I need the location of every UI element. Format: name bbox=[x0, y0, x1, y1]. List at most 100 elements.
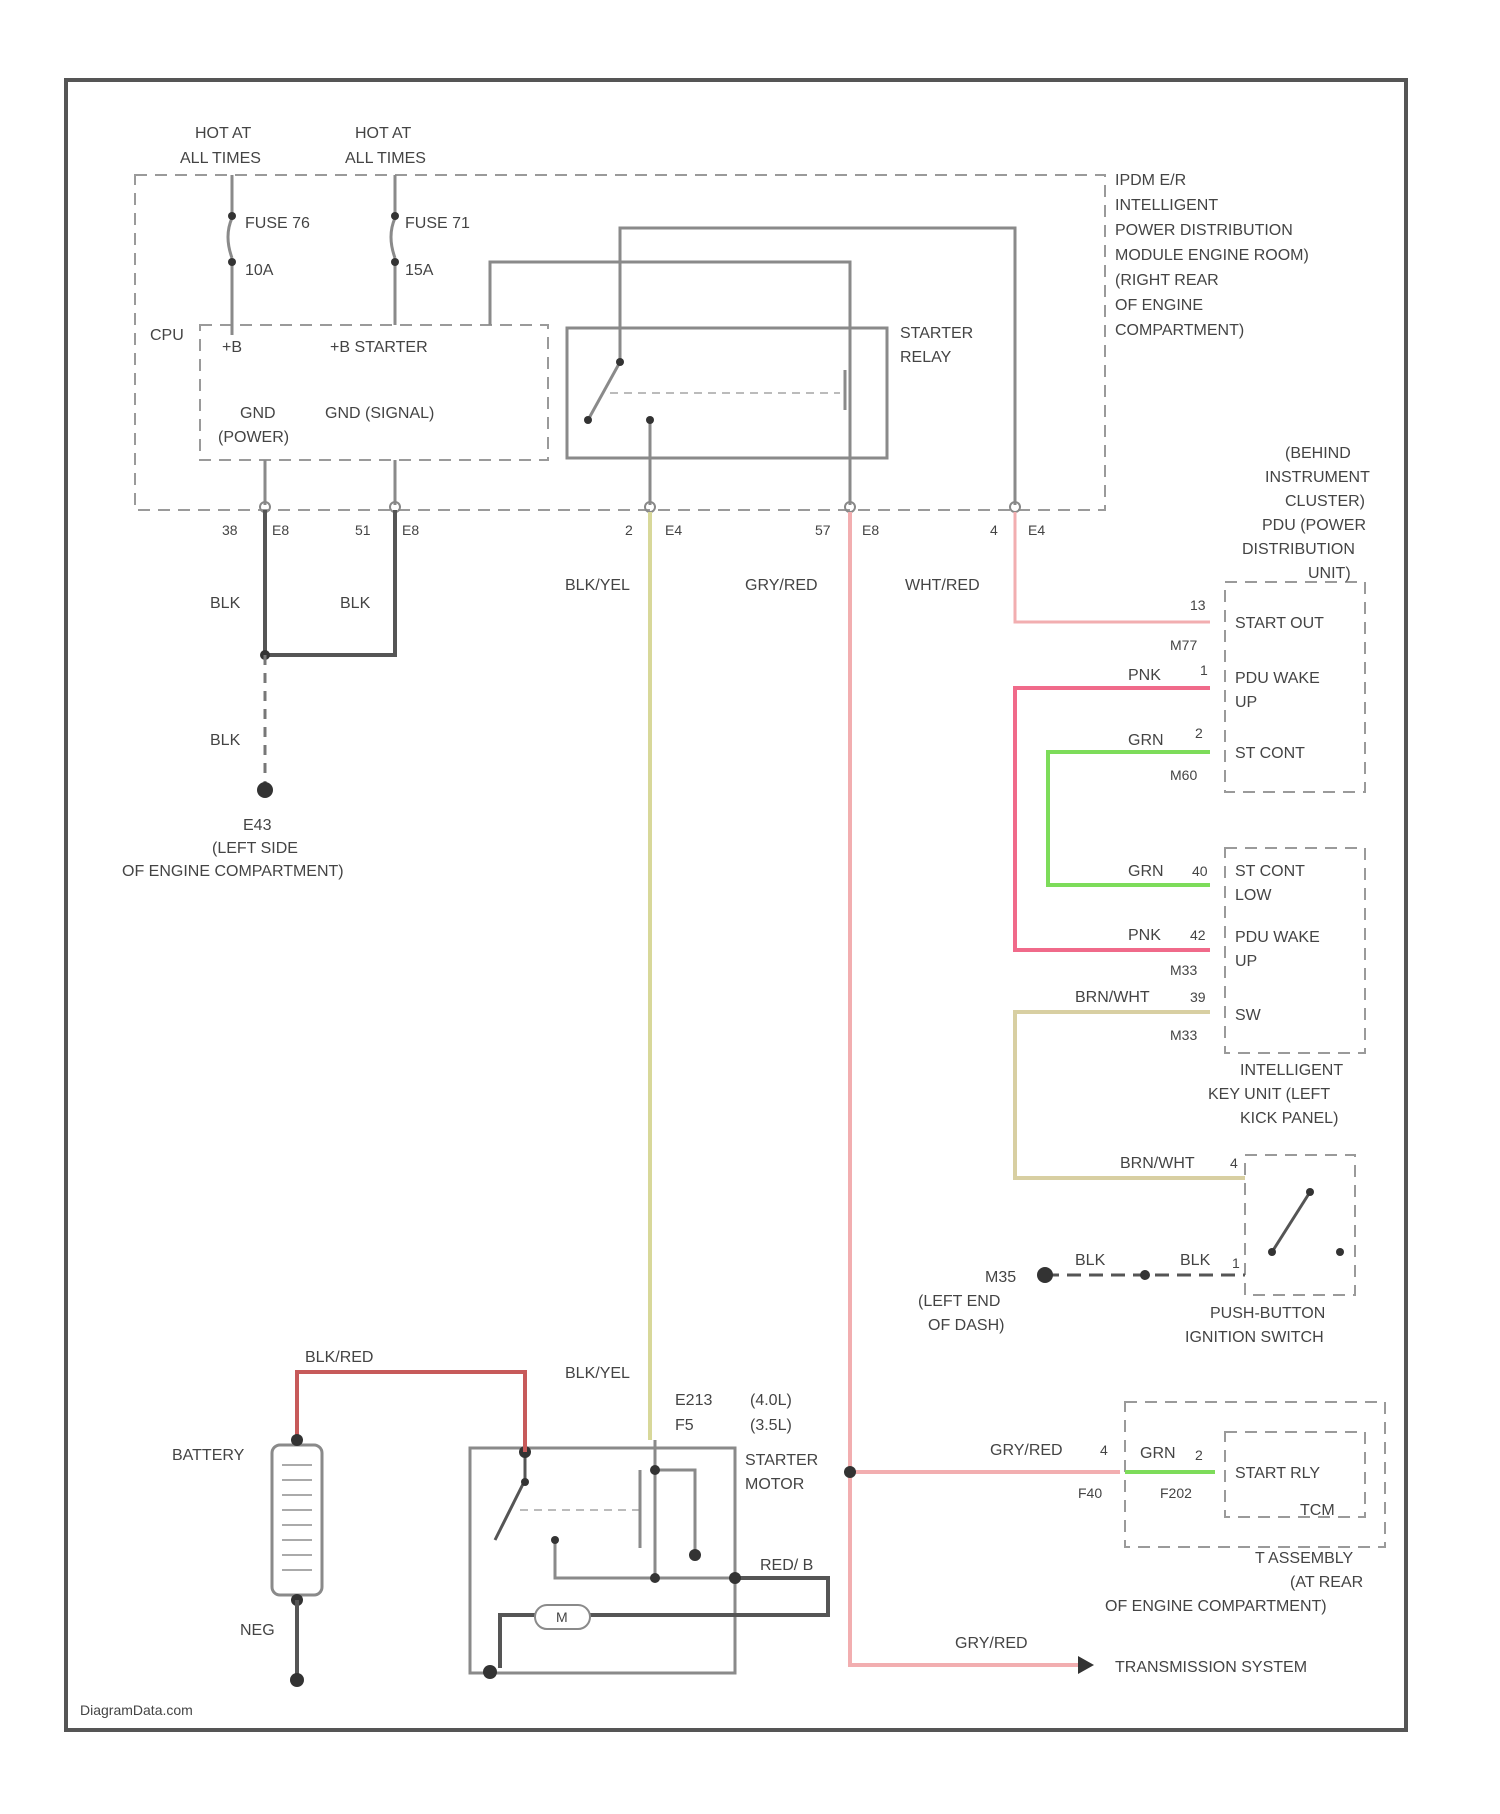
wire-label-blk4: BLK bbox=[1075, 1252, 1106, 1269]
fuse-1-amps: 10A bbox=[245, 262, 274, 279]
tcm-note-2: OF ENGINE COMPARTMENT) bbox=[1105, 1598, 1327, 1615]
ikey-term-2-pin: 39 bbox=[1190, 989, 1206, 1005]
ikey-unit-0: INTELLIGENT bbox=[1240, 1062, 1343, 1079]
neg-label: NEG bbox=[240, 1622, 275, 1639]
wire-label-red-b: RED/ B bbox=[760, 1557, 813, 1574]
cpu-b-starter: +B STARTER bbox=[330, 339, 428, 356]
ipdu-label-1: INSTRUMENT bbox=[1265, 469, 1370, 486]
ipdu-term-2-conn: M60 bbox=[1170, 767, 1197, 783]
ground-m35-1: (LEFT END bbox=[918, 1293, 1000, 1310]
fuse-1-name: FUSE 76 bbox=[245, 215, 310, 232]
wire-label-blk3: BLK bbox=[210, 732, 241, 749]
cpu-gnd-signal: GND (SIGNAL) bbox=[325, 405, 434, 422]
fuse-1 bbox=[228, 175, 232, 335]
ikey-term-1-conn: M33 bbox=[1170, 962, 1197, 978]
fuse-1-hot2: ALL TIMES bbox=[180, 150, 261, 167]
tcm-note-1: (AT REAR bbox=[1290, 1574, 1363, 1591]
push-pin-1: 1 bbox=[1232, 1255, 1240, 1271]
wire-label-gryred2: GRY/RED bbox=[990, 1442, 1063, 1459]
tcm-note-0: T ASSEMBLY bbox=[1255, 1550, 1353, 1567]
transmission-arrow bbox=[1078, 1656, 1094, 1674]
push-button-contact bbox=[1272, 1192, 1310, 1252]
cpu-gnd-power: GND bbox=[240, 405, 276, 422]
ikey-term-1-text2: UP bbox=[1235, 953, 1257, 970]
pin-38-conn: E8 bbox=[272, 522, 289, 538]
ipdu-term-2-text: ST CONT bbox=[1235, 745, 1305, 762]
ipdu-term-1-text2: UP bbox=[1235, 694, 1257, 711]
tcm-pin2: 2 bbox=[1195, 1447, 1203, 1463]
push-button-box bbox=[1245, 1155, 1355, 1295]
tcm-conn: F40 bbox=[1078, 1485, 1102, 1501]
wire-label-pnk2: PNK bbox=[1128, 927, 1161, 944]
fuse-2-amps: 15A bbox=[405, 262, 434, 279]
cpu-b-plus: +B bbox=[222, 339, 242, 356]
wire-label-pnk: PNK bbox=[1128, 667, 1161, 684]
relay-label-1: RELAY bbox=[900, 349, 952, 366]
ipdu-label-2: CLUSTER) bbox=[1285, 493, 1365, 510]
ipdu-term-0-pin: 13 bbox=[1190, 597, 1206, 613]
pin-4-conn: E4 bbox=[1028, 522, 1045, 538]
ground-m35-2: OF DASH) bbox=[928, 1317, 1004, 1334]
push-button-0: PUSH-BUTTON bbox=[1210, 1305, 1325, 1322]
ipdm-label-2: POWER DISTRIBUTION bbox=[1115, 222, 1293, 239]
ipdm-label-4: (RIGHT REAR bbox=[1115, 272, 1219, 289]
ipdu-label-3: PDU (POWER bbox=[1262, 517, 1366, 534]
ipdu-term-0-conn: M77 bbox=[1170, 637, 1197, 653]
tcm-name: TCM bbox=[1300, 1502, 1335, 1519]
ipdm-label-6: COMPARTMENT) bbox=[1115, 322, 1244, 339]
wire-label-blkyel2: BLK/YEL bbox=[565, 1365, 630, 1382]
ipdm-label-1: INTELLIGENT bbox=[1115, 197, 1218, 214]
cpu-label: CPU bbox=[150, 327, 184, 344]
wire-gryred bbox=[850, 512, 1085, 1665]
wire-label-blk1: BLK bbox=[210, 595, 241, 612]
ikey-unit-2: KICK PANEL) bbox=[1240, 1110, 1338, 1127]
wire-label-blkyel: BLK/YEL bbox=[565, 577, 630, 594]
ipdu-label-4: DISTRIBUTION bbox=[1242, 541, 1355, 558]
wire-label-blk2: BLK bbox=[340, 595, 371, 612]
ipdm-internal-wires bbox=[265, 228, 1015, 505]
fuse-2 bbox=[391, 175, 395, 325]
ikey-term-1-text: PDU WAKE bbox=[1235, 929, 1320, 946]
wire-label-grn: GRN bbox=[1128, 732, 1164, 749]
ipdm-label-5: OF ENGINE bbox=[1115, 297, 1203, 314]
wire-label-grn2: GRN bbox=[1128, 863, 1164, 880]
starter-motor-1: MOTOR bbox=[745, 1476, 804, 1493]
ground-e43-1: (LEFT SIDE bbox=[212, 840, 298, 857]
pin-38: 38 bbox=[222, 522, 238, 538]
ipdm-label-3: MODULE ENGINE ROOM) bbox=[1115, 247, 1309, 264]
pin-51-conn: E8 bbox=[402, 522, 419, 538]
fuse-2-name: FUSE 71 bbox=[405, 215, 470, 232]
watermark: DiagramData.com bbox=[80, 1702, 193, 1718]
pin-4: 4 bbox=[990, 522, 998, 538]
fuse-1-hot: HOT AT bbox=[195, 125, 252, 142]
ikey-term-0-text2: LOW bbox=[1235, 887, 1272, 904]
ipdu-term-1-text: PDU WAKE bbox=[1235, 670, 1320, 687]
battery-symbol bbox=[272, 1445, 322, 1595]
pin-57: 57 bbox=[815, 522, 831, 538]
ipdu-label-0: (BEHIND bbox=[1285, 445, 1351, 462]
wire-pnk bbox=[1015, 688, 1210, 950]
ipdu-term-0-text: START OUT bbox=[1235, 615, 1324, 632]
wire-label-gryred3: GRY/RED bbox=[955, 1635, 1028, 1652]
starter-motor-0: STARTER bbox=[745, 1452, 818, 1469]
ground-m35-0: M35 bbox=[985, 1269, 1016, 1286]
ikey-term-1-pin: 42 bbox=[1190, 927, 1206, 943]
wire-label-blk5: BLK bbox=[1180, 1252, 1211, 1269]
battery-label: BATTERY bbox=[172, 1447, 245, 1464]
starter-conn-0-id: E213 bbox=[675, 1392, 712, 1409]
wire-blk-red bbox=[297, 1372, 525, 1452]
fuse-2-hot: HOT AT bbox=[355, 125, 412, 142]
cpu-gnd-power2: (POWER) bbox=[218, 429, 289, 446]
pin-2-conn: E4 bbox=[665, 522, 682, 538]
wire-label-blk-red: BLK/RED bbox=[305, 1349, 373, 1366]
wire-label-gryred: GRY/RED bbox=[745, 577, 818, 594]
push-button-1: IGNITION SWITCH bbox=[1185, 1329, 1324, 1346]
starter-conn-0-note: (4.0L) bbox=[750, 1392, 792, 1409]
ground-e43-0: E43 bbox=[243, 817, 272, 834]
tcm-text: START RLY bbox=[1235, 1465, 1320, 1482]
wire-label-grn3: GRN bbox=[1140, 1445, 1176, 1462]
push-pin-4: 4 bbox=[1230, 1155, 1238, 1171]
ikey-term-2-conn: M33 bbox=[1170, 1027, 1197, 1043]
tcm-pin: 4 bbox=[1100, 1442, 1108, 1458]
pin-2: 2 bbox=[625, 522, 633, 538]
